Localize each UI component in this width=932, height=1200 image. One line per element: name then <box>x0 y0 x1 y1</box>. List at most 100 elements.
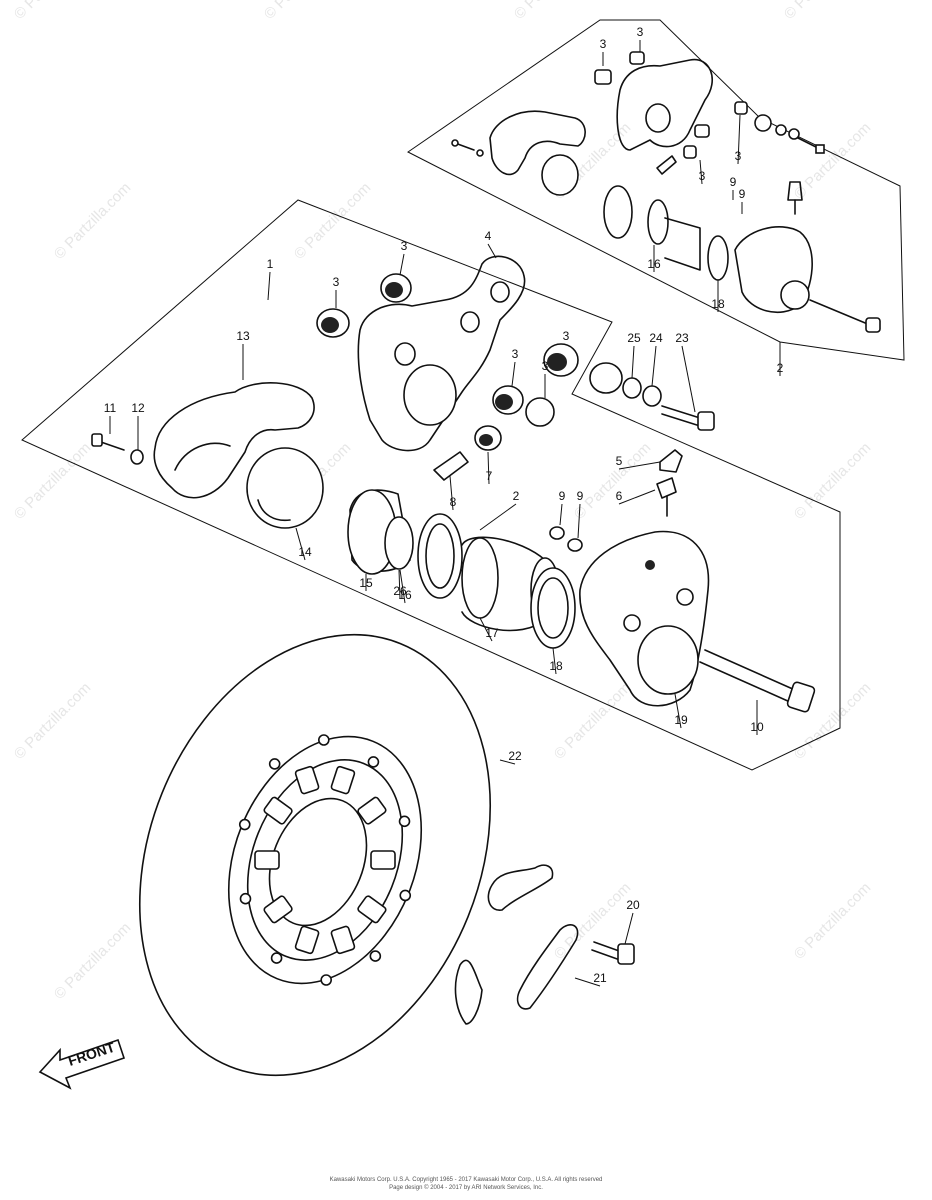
callout-leader <box>737 114 741 165</box>
disc-vent-slot <box>294 925 320 955</box>
callout-number: 1 <box>267 257 274 271</box>
watermark-text: © Partzilla.com <box>791 439 874 522</box>
callout-leader <box>399 569 406 604</box>
callout-number: 3 <box>735 149 742 163</box>
disc-vent-slot <box>254 850 280 870</box>
callout-number: 6 <box>616 489 623 503</box>
callout-number: 16 <box>647 257 661 271</box>
main-assembly-outline <box>21 199 841 771</box>
upper-assembly-outline <box>407 19 905 361</box>
callout-leader <box>699 159 703 185</box>
callout-leader <box>631 345 635 379</box>
callout-leader <box>479 503 517 531</box>
disc-vent-slot <box>370 850 396 870</box>
disc-vent-slot <box>330 765 356 795</box>
footer-line-2: Page design © 2004 - 2017 by ARI Network… <box>389 1185 543 1191</box>
callout-leader <box>552 647 557 675</box>
callout-leader <box>674 693 682 729</box>
callout-leader <box>499 759 516 765</box>
disc-vent-slot <box>357 796 387 825</box>
disc-rivet <box>398 815 411 828</box>
callout-number: 26 <box>393 584 407 598</box>
callout-number: 13 <box>236 329 250 343</box>
callout-number: 20 <box>626 898 640 912</box>
callout-number: 15 <box>359 576 373 590</box>
callout-number: 3 <box>333 275 340 289</box>
callout-number: 17 <box>485 626 499 640</box>
callout-leader <box>398 569 401 600</box>
disc-vent-slot <box>263 895 293 924</box>
callout-number: 8 <box>450 495 457 509</box>
watermark-text: © Partzilla.com <box>11 0 94 23</box>
upper-assembly-parts <box>451 51 881 333</box>
callout-number: 4 <box>485 229 492 243</box>
callout-leader <box>681 345 696 413</box>
callout-leader <box>577 503 581 539</box>
callout-leader <box>487 243 497 259</box>
callout-number: 9 <box>559 489 566 503</box>
brake-disc <box>138 633 492 1077</box>
callout-number: 18 <box>711 297 725 311</box>
watermark-text: © Partzilla.com <box>791 879 874 962</box>
callout-number: 3 <box>699 169 706 183</box>
disc-rivet <box>270 952 283 964</box>
callout-number: 7 <box>486 469 493 483</box>
disc-vent-slot <box>357 895 387 924</box>
lock-plates <box>454 864 635 1025</box>
callout-number: 3 <box>512 347 519 361</box>
callout-number: 24 <box>649 331 663 345</box>
callout-leader <box>449 475 454 511</box>
front-arrow: FRONT <box>38 1039 126 1090</box>
watermark-text: © Partzilla.com <box>511 0 594 23</box>
callout-number: 10 <box>750 720 764 734</box>
callout-number: 9 <box>739 187 746 201</box>
disc-rivet <box>399 889 412 902</box>
watermark-text: © Partzilla.com <box>791 119 874 202</box>
disc-vent-slot <box>330 925 356 955</box>
callout-number: 11 <box>104 401 117 415</box>
callout-leader <box>511 361 516 387</box>
callout-number: 3 <box>401 239 408 253</box>
watermark-text: © Partzilla.com <box>551 679 634 762</box>
callout-leader <box>618 489 656 505</box>
disc-rivet <box>367 756 380 768</box>
disc-rivet <box>369 950 382 962</box>
main-assembly-parts <box>91 255 816 713</box>
callout-number: 16 <box>398 588 412 602</box>
callout-number: 5 <box>616 454 623 468</box>
disc-rivet <box>239 892 252 905</box>
callout-number: 3 <box>563 329 570 343</box>
callout-number: 3 <box>637 25 644 39</box>
watermark-text: © Partzilla.com <box>781 0 864 23</box>
watermark-text: © Partzilla.com <box>11 439 94 522</box>
footer-line-1: Kawasaki Motors Corp. U.S.A. Copyright 1… <box>329 1177 603 1183</box>
callout-number: 3 <box>600 37 607 51</box>
watermark-text: © Partzilla.com <box>291 179 374 262</box>
watermark-text: © Partzilla.com <box>261 0 344 23</box>
callout-number: 2 <box>513 489 520 503</box>
watermark-text: © Partzilla.com <box>51 179 134 262</box>
callout-number: 2 <box>777 361 784 375</box>
callout-leader <box>618 461 661 470</box>
callout-number: 22 <box>508 749 522 763</box>
callout-number: 3 <box>542 359 549 373</box>
watermark-text: © Partzilla.com <box>11 679 94 762</box>
callout-leader <box>295 527 306 561</box>
callout-leader <box>624 912 634 945</box>
callout-number: 14 <box>298 545 312 559</box>
disc-rivet <box>320 974 332 986</box>
callout-number: 19 <box>674 713 688 727</box>
callout-leader <box>574 977 601 987</box>
callout-number: 9 <box>730 175 737 189</box>
callout-number: 18 <box>549 659 563 673</box>
callout-leader <box>399 253 405 276</box>
watermark-text: © Partzilla.com <box>571 439 654 522</box>
callout-number: 12 <box>131 401 145 415</box>
disc-vent-slot <box>263 796 293 825</box>
callout-leader <box>267 271 271 301</box>
callout-number: 23 <box>675 331 689 345</box>
disc-rivet <box>238 818 251 831</box>
disc-rivet <box>318 734 330 746</box>
